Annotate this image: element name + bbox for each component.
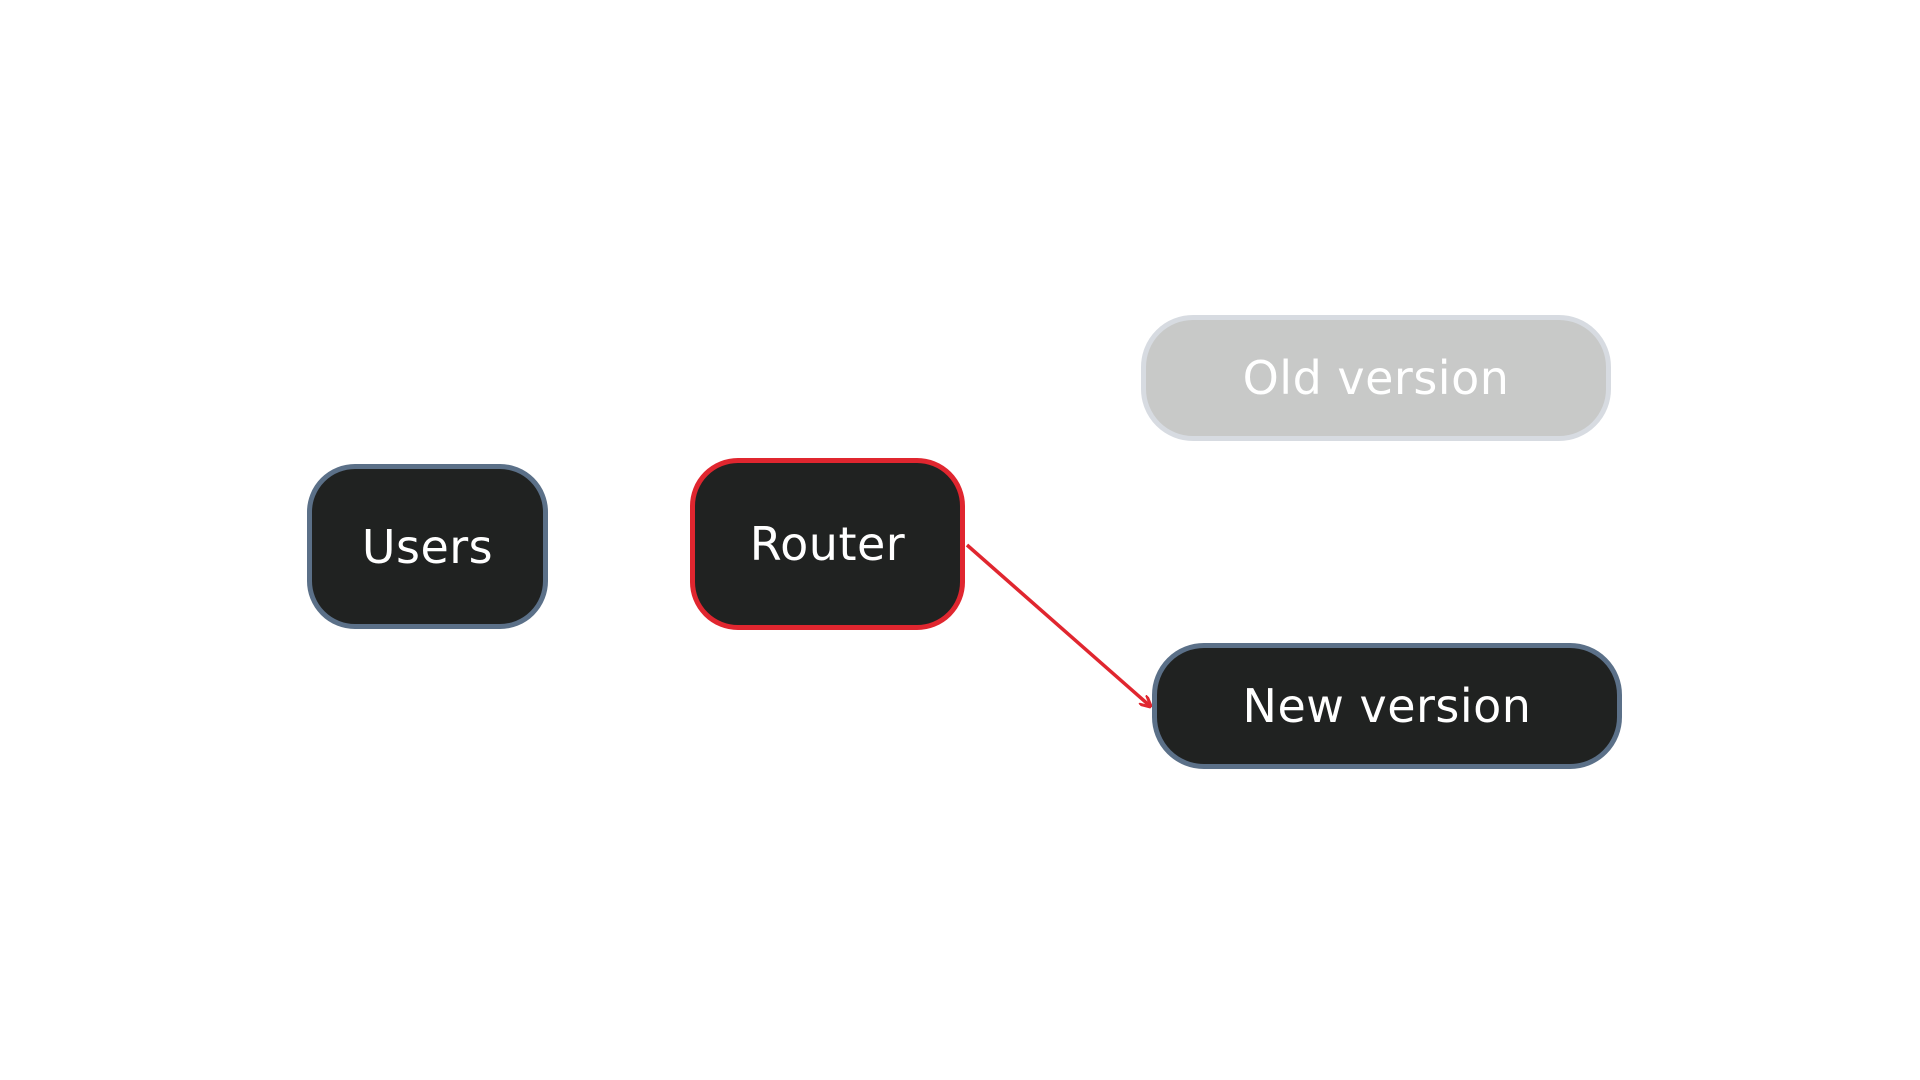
node-router[interactable]: Router — [690, 458, 965, 630]
node-users[interactable]: Users — [307, 464, 548, 629]
node-users-label: Users — [361, 519, 494, 574]
node-router-label: Router — [749, 517, 906, 571]
node-old-version[interactable]: Old version — [1141, 315, 1611, 441]
edge-router-to-new-version — [965, 543, 1150, 706]
node-old-version-label: Old version — [1242, 351, 1510, 405]
node-new-version-label: New version — [1242, 679, 1532, 733]
node-new-version[interactable]: New version — [1152, 643, 1622, 769]
